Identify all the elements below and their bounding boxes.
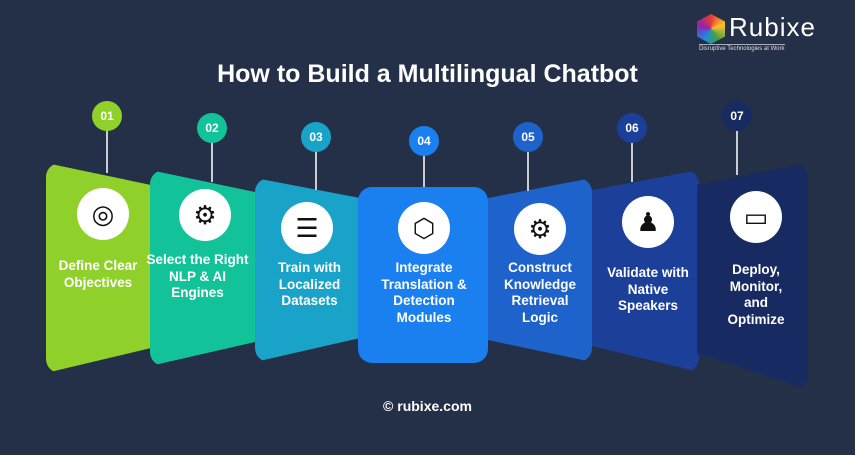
footer-site-text: rubixe.com (397, 398, 472, 414)
speaker-audience-icon: ♟ (622, 196, 674, 248)
logo-name: Rubixe (729, 12, 816, 42)
step-label-7: Deploy, Monitor, and Optimize (727, 262, 785, 327)
step-number-7: 07 (722, 101, 752, 131)
database-icon: ☰ (281, 202, 333, 254)
logo-cube-icon (697, 14, 725, 44)
step-number-6: 06 (617, 113, 647, 143)
step-label-6: Validate with Native Speakers (607, 265, 689, 313)
footer-site: © rubixe.com (0, 398, 855, 414)
copyright-icon: © (383, 398, 394, 414)
rubixe-logo: Rubixe Disruptive Technologies at Work (697, 12, 847, 52)
step-label-4: Integrate Translation & Detection Module… (381, 260, 467, 325)
step-number-1: 01 (92, 101, 122, 131)
step-number-2: 02 (197, 113, 227, 143)
cubes-network-icon: ⬡ (398, 202, 450, 254)
page-title: How to Build a Multilingual Chatbot (217, 60, 638, 88)
step-label-2: Select the Right NLP & AI Engines (146, 252, 249, 300)
target-search-icon: ◎ (77, 188, 129, 240)
connector-line (631, 142, 633, 182)
connector-line (315, 151, 317, 190)
connector-line (423, 155, 425, 187)
step-number-5: 05 (513, 122, 543, 152)
logo-tagline: Disruptive Technologies at Work (699, 44, 785, 52)
step-label-3: Train with Localized Datasets (277, 260, 341, 308)
lightbulb-gears-icon: ⚙ (179, 189, 231, 241)
connector-line (736, 130, 738, 175)
step-number-4: 04 (409, 126, 439, 156)
step-number-3: 03 (301, 122, 331, 152)
monitor-gauge-check-icon: ▭ (730, 191, 782, 243)
head-gear-flowchart-icon: ⚙ (514, 203, 566, 255)
step-label-1: Define Clear Objectives (58, 258, 138, 290)
connector-line (211, 142, 213, 182)
connector-line (527, 151, 529, 191)
connector-line (106, 130, 108, 173)
step-label-5: Construct Knowledge Retrieval Logic (503, 260, 576, 325)
